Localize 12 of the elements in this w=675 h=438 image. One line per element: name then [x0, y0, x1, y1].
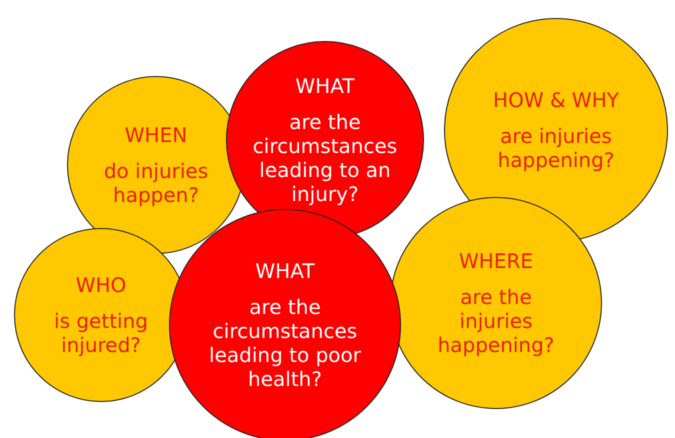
bubble-heading: HOW & WHY: [493, 88, 619, 112]
bubble-text: is getting injured?: [53, 309, 149, 357]
bubble-text: are the circumstances leading to poor health?: [208, 295, 362, 391]
bubble-text: are the injuries happening?: [436, 285, 556, 357]
bubble-text: are injuries happening?: [496, 124, 616, 172]
bubble-heading: WHEN: [124, 123, 188, 147]
bubble-heading: WHAT: [295, 74, 355, 98]
bubble-heading: WHO: [76, 273, 126, 297]
bubble-text: are the circumstances leading to an injury?: [252, 110, 398, 206]
bubble-heading: WHERE: [459, 249, 533, 273]
bubble-text: do injuries happen?: [102, 159, 210, 207]
bubble-heading: WHAT: [255, 259, 315, 283]
